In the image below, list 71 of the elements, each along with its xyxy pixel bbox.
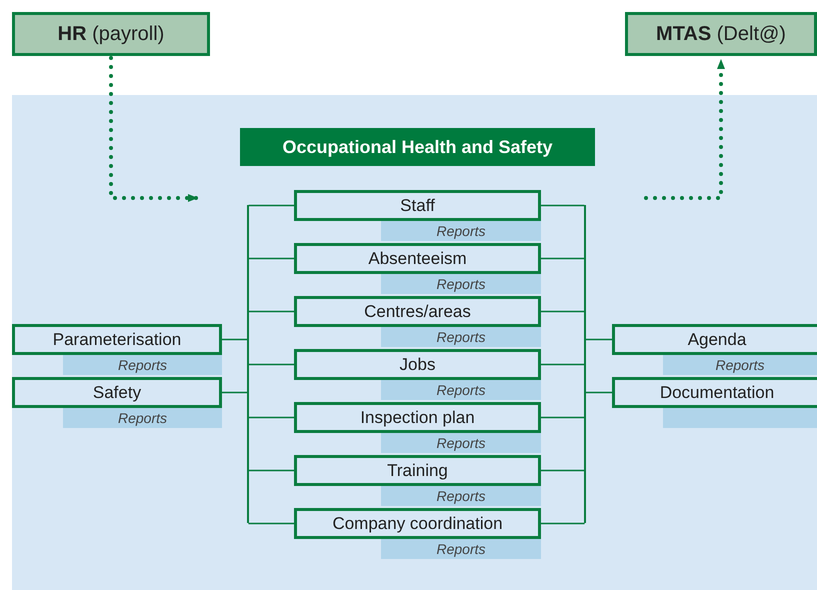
connector-line	[585, 338, 613, 340]
reports-bar	[381, 433, 541, 453]
node-label: Parameterisation	[52, 331, 182, 348]
module-box	[294, 402, 541, 433]
node-label: Reports	[436, 330, 486, 344]
reports-bar	[663, 408, 817, 428]
connector-line	[248, 364, 295, 366]
node-label: HR (payroll)	[58, 24, 164, 44]
bus-line	[584, 205, 586, 523]
dotted-arrow	[109, 56, 199, 202]
connector-line	[540, 258, 585, 260]
reports-bar	[63, 408, 222, 428]
connector-line	[540, 364, 585, 366]
bus-line	[247, 205, 249, 523]
node-label: Reports	[715, 358, 765, 372]
node-label: Jobs	[400, 356, 436, 373]
connector-line	[221, 392, 248, 394]
connector-line	[540, 470, 585, 472]
connector-line	[248, 416, 295, 418]
node-label: Centres/areas	[364, 303, 471, 320]
dotted-arrow	[644, 58, 725, 200]
reports-bar	[381, 327, 541, 347]
node-label: Reports	[118, 358, 168, 372]
module-box	[294, 296, 541, 327]
reports-bar	[381, 486, 541, 506]
module-box	[612, 377, 817, 408]
module-box	[294, 508, 541, 539]
module-box	[12, 324, 222, 355]
node-label: Agenda	[688, 331, 746, 348]
node-label: Reports	[436, 489, 486, 503]
connector-line	[248, 310, 295, 312]
reports-bar	[381, 380, 541, 400]
module-box	[294, 349, 541, 380]
reports-bar	[663, 355, 817, 375]
node-label: MTAS (Delt@)	[656, 24, 786, 44]
reports-bar	[381, 539, 541, 559]
reports-bar	[63, 355, 222, 375]
connector-line	[221, 338, 248, 340]
node-label: Absenteeism	[368, 250, 467, 267]
module-box	[294, 243, 541, 274]
node-label: Reports	[436, 436, 486, 450]
module-box	[294, 455, 541, 486]
connector-line	[540, 310, 585, 312]
reports-bar	[381, 274, 541, 294]
module-box	[12, 377, 222, 408]
node-label: Company coordination	[332, 515, 503, 532]
node-label: Staff	[400, 197, 435, 214]
node-label: Occupational Health and Safety	[282, 138, 553, 156]
title-banner	[240, 128, 595, 166]
node-label: Safety	[92, 384, 142, 401]
connector-line	[248, 522, 295, 524]
module-box	[612, 324, 817, 355]
module-box	[294, 190, 541, 221]
node-label: Reports	[436, 224, 486, 238]
node-label: Reports	[436, 542, 486, 556]
connector-line	[248, 204, 295, 206]
node-label: Reports	[436, 277, 486, 291]
node-label: Reports	[436, 383, 486, 397]
connector-line	[540, 204, 585, 206]
system-box	[12, 12, 210, 56]
connector-line	[540, 416, 585, 418]
connector-line	[248, 470, 295, 472]
reports-bar	[381, 221, 541, 241]
node-label: Inspection plan	[360, 409, 475, 426]
system-box	[625, 12, 817, 56]
node-label: Documentation	[660, 384, 774, 401]
connector-line	[248, 258, 295, 260]
node-label: Training	[387, 462, 448, 479]
connector-line	[585, 392, 613, 394]
node-label: Reports	[118, 411, 168, 425]
connector-line	[540, 522, 585, 524]
